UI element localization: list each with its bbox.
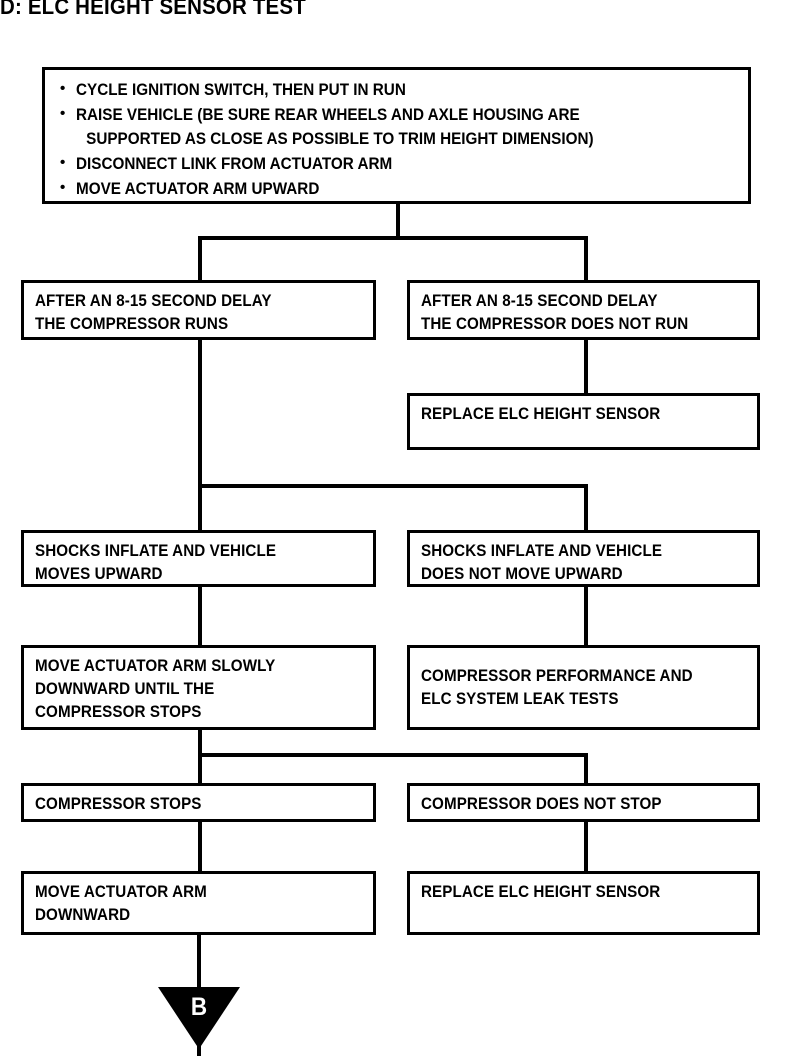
connector-split-1: [198, 236, 588, 240]
node-line: MOVE ACTUATOR ARM SLOWLY: [35, 657, 276, 675]
connector-split-3-right-drop: [584, 753, 588, 785]
node-line: DOES NOT MOVE UPWARD: [421, 564, 623, 583]
connector-below-terminal: [197, 1043, 201, 1056]
node-line: COMPRESSOR STOPS: [35, 702, 202, 721]
connector-runs-down: [198, 340, 202, 488]
node-delay-compressor-not-runs: AFTER AN 8-15 SECOND DELAY THE COMPRESSO…: [407, 280, 760, 340]
list-item: RAISE VEHICLE (BE SURE REAR WHEELS AND A…: [59, 103, 738, 152]
bullet-line-continued: SUPPORTED AS CLOSE AS POSSIBLE TO TRIM H…: [86, 129, 594, 148]
connector-slowly-down: [198, 730, 202, 757]
bullet-line: MOVE ACTUATOR ARM UPWARD: [76, 179, 320, 198]
bullet-line: RAISE VEHICLE (BE SURE REAR WHEELS AND A…: [76, 105, 580, 124]
node-delay-compressor-runs: AFTER AN 8-15 SECOND DELAY THE COMPRESSO…: [21, 280, 376, 340]
node-line: AFTER AN 8-15 SECOND DELAY: [421, 292, 658, 310]
connector-intro-stem: [396, 203, 400, 240]
connector-not-runs-to-replace: [584, 340, 588, 395]
node-line: COMPRESSOR PERFORMANCE AND: [421, 666, 693, 685]
node-move-actuator-arm-slowly-downward: MOVE ACTUATOR ARM SLOWLY DOWNWARD UNTIL …: [21, 645, 376, 730]
node-line: THE COMPRESSOR RUNS: [35, 314, 229, 333]
connector-split-1-left-drop: [198, 236, 202, 281]
node-shocks-inflate-not-move-upward: SHOCKS INFLATE AND VEHICLE DOES NOT MOVE…: [407, 530, 760, 587]
connector-stops-down: [198, 822, 202, 873]
node-line: DOWNWARD UNTIL THE: [35, 679, 215, 698]
connector-to-terminal: [197, 935, 201, 990]
node-line: ELC SYSTEM LEAK TESTS: [421, 689, 619, 708]
node-line: MOVES UPWARD: [35, 564, 163, 583]
page-title: D: ELC HEIGHT SENSOR TEST: [0, 0, 306, 19]
connector-not-stops-down: [584, 822, 588, 873]
node-line: AFTER AN 8-15 SECOND DELAY: [35, 292, 272, 310]
list-item: MOVE ACTUATOR ARM UPWARD: [59, 177, 738, 202]
node-replace-elc-height-sensor-2: REPLACE ELC HEIGHT SENSOR: [407, 871, 760, 935]
node-line: REPLACE ELC HEIGHT SENSOR: [421, 883, 661, 901]
node-shocks-inflate-moves-upward: SHOCKS INFLATE AND VEHICLE MOVES UPWARD: [21, 530, 376, 587]
list-item: DISCONNECT LINK FROM ACTUATOR ARM: [59, 152, 738, 177]
node-line: COMPRESSOR STOPS: [35, 795, 202, 813]
node-compressor-stops: COMPRESSOR STOPS: [21, 783, 376, 822]
triangle-down-icon: [158, 987, 240, 1049]
node-replace-elc-height-sensor-1: REPLACE ELC HEIGHT SENSOR: [407, 393, 760, 450]
node-line: SHOCKS INFLATE AND VEHICLE: [35, 542, 277, 560]
connector-split-1-right-drop: [584, 236, 588, 281]
connector-split-2-left-drop: [198, 484, 202, 532]
node-line: COMPRESSOR DOES NOT STOP: [421, 795, 662, 813]
connector-split-2: [198, 484, 588, 488]
node-compressor-performance-leak-tests: COMPRESSOR PERFORMANCE AND ELC SYSTEM LE…: [407, 645, 760, 730]
node-line: REPLACE ELC HEIGHT SENSOR: [421, 405, 661, 423]
connector-split-3-left-drop: [198, 753, 202, 785]
node-line: MOVE ACTUATOR ARM: [35, 883, 207, 901]
node-line: SHOCKS INFLATE AND VEHICLE: [421, 542, 663, 560]
connector-shocks-left-down: [198, 587, 202, 646]
terminal-connector-b: B: [158, 987, 240, 1049]
node-move-actuator-arm-downward: MOVE ACTUATOR ARM DOWNWARD: [21, 871, 376, 935]
connector-split-3: [198, 753, 588, 757]
connector-split-2-right-drop: [584, 484, 588, 532]
list-item: CYCLE IGNITION SWITCH, THEN PUT IN RUN: [59, 78, 738, 103]
terminal-label: B: [190, 993, 208, 1021]
bullet-line: DISCONNECT LINK FROM ACTUATOR ARM: [76, 154, 393, 173]
connector-shocks-right-down: [584, 587, 588, 646]
node-line: THE COMPRESSOR DOES NOT RUN: [421, 314, 689, 333]
node-line: DOWNWARD: [35, 905, 131, 924]
node-compressor-does-not-stop: COMPRESSOR DOES NOT STOP: [407, 783, 760, 822]
intro-instructions-box: CYCLE IGNITION SWITCH, THEN PUT IN RUN R…: [42, 67, 751, 204]
bullet-line: CYCLE IGNITION SWITCH, THEN PUT IN RUN: [76, 81, 406, 99]
